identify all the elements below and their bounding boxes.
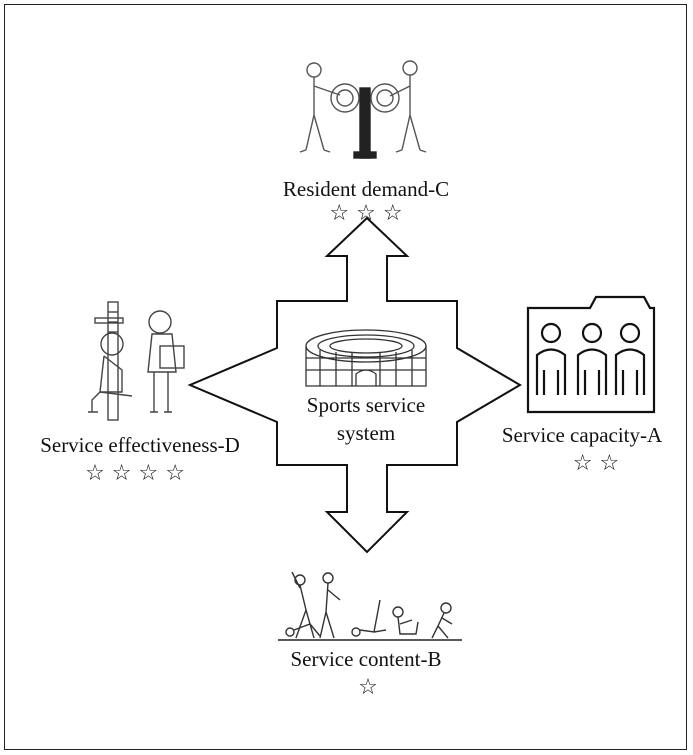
stadium-icon (305, 329, 427, 387)
resident-demand-label: Resident demand-C (283, 177, 449, 201)
service-capacity-label: Service capacity-A (502, 423, 663, 447)
resident-demand-stars: ☆ ☆ ☆ (329, 201, 402, 226)
four-way-arrow (187, 216, 522, 554)
gymnastics-figures-icon (278, 571, 462, 641)
height-measurement-icon (88, 301, 185, 421)
center-label-line1: Sports service (307, 393, 425, 417)
diagram-frame (4, 4, 687, 750)
people-group-icon (526, 295, 656, 414)
center-label-line2: system (337, 421, 395, 445)
service-effectiveness-label: Service effectiveness-D (40, 433, 240, 457)
service-capacity-stars: ☆ ☆ (573, 451, 619, 476)
service-effectiveness-stars: ☆ ☆ ☆ ☆ (85, 461, 185, 486)
service-content-label: Service content-B (290, 647, 441, 671)
service-content-stars: ☆ (358, 675, 378, 700)
outdoor-fitness-equipment-icon (299, 60, 427, 159)
